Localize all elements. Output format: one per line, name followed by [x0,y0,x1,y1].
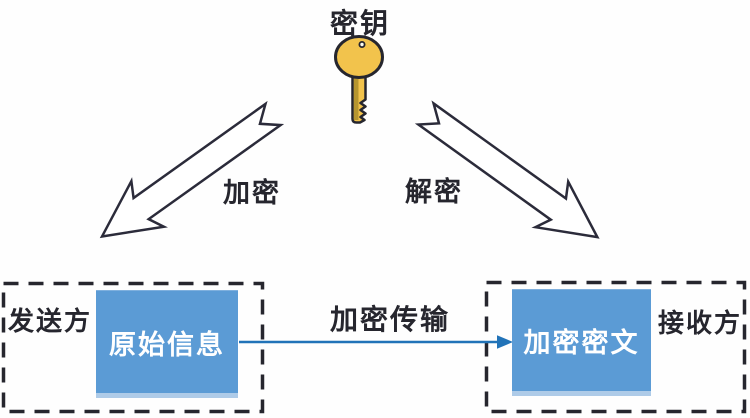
transmission-arrowhead [497,335,513,349]
original-message-box: 原始信息 [96,290,238,398]
sender-role-label: 发送方 [8,306,93,336]
key-label: 密钥 [329,8,390,39]
ciphertext-box: 加密密文 [512,289,651,396]
transmission-arrow [239,335,513,349]
key-head [334,35,384,79]
original-message-label: 原始信息 [109,329,225,360]
sender-dashed-box [1,281,265,414]
decrypt-label: 解密 [405,177,463,207]
ciphertext-label: 加密密文 [523,328,640,358]
key-hole [358,41,366,49]
receiver-role-label: 接收方 [658,308,743,338]
decrypt-arrow [414,100,600,239]
key-icon [334,35,384,124]
key-shaft-shadow [354,70,359,120]
encrypt-arrow [99,100,285,239]
encrypt-label: 加密 [223,178,281,208]
transmission-label: 加密传输 [329,304,450,335]
receiver-dashed-box [484,280,747,414]
